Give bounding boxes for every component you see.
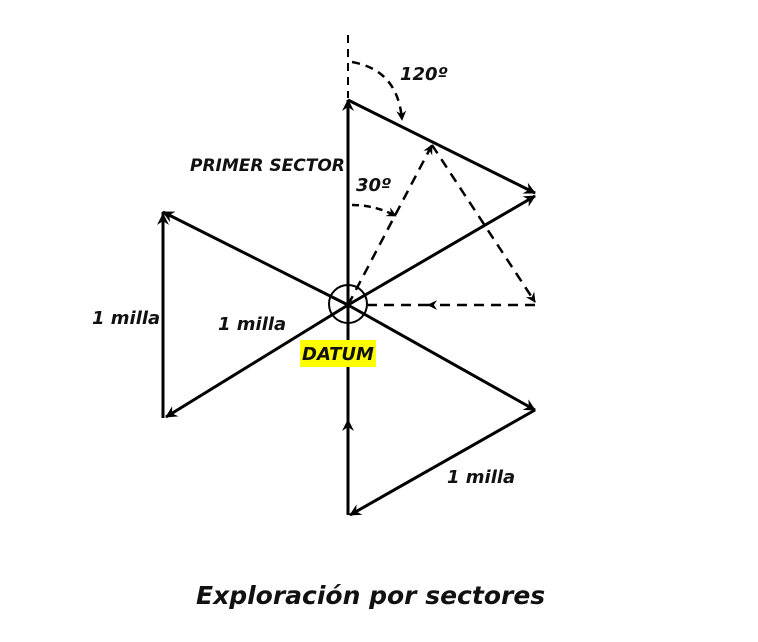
leg-left-outer-label: 1 milla — [92, 308, 160, 329]
leg-bottom-label: 1 milla — [447, 467, 515, 488]
datum-label: DATUM — [302, 344, 374, 365]
angle-30-label: 30º — [356, 175, 391, 196]
diagram-title: Exploración por sectores — [196, 581, 545, 610]
datum-circle — [328, 284, 368, 324]
angle-arc-30 — [351, 203, 397, 218]
leg-left-inner-label: 1 milla — [218, 314, 286, 335]
datum-highlight — [300, 340, 376, 367]
angle-120-label: 120º — [400, 64, 448, 85]
angle-arc-120 — [351, 60, 407, 121]
primary-pattern-legs — [157, 98, 536, 517]
second-pattern-legs — [346, 144, 537, 310]
primer-sector-label: PRIMER SECTOR — [190, 156, 345, 176]
